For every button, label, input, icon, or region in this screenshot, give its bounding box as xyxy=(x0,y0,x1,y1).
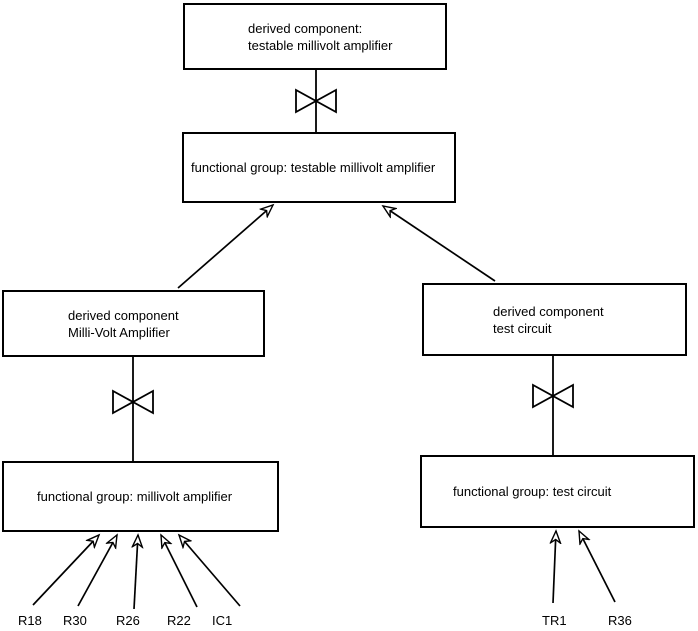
arrow-r30 xyxy=(77,535,117,607)
arrow-r36 xyxy=(579,531,616,603)
node-label-line: testable millivolt amplifier xyxy=(248,37,393,53)
component-label-r36: R36 xyxy=(608,613,632,628)
arrow-ic1 xyxy=(179,535,241,607)
bowtie-icon xyxy=(532,383,574,409)
node-label-line: test circuit xyxy=(493,320,552,336)
node-derived-testable-amplifier: derived component: testable millivolt am… xyxy=(183,3,447,70)
bowtie-icon xyxy=(295,88,337,114)
component-label-r30: R30 xyxy=(63,613,87,628)
bowtie-icon xyxy=(112,389,154,415)
node-functional-testable-amplifier: functional group: testable millivolt amp… xyxy=(182,132,456,203)
node-label-line: functional group: testable millivolt amp… xyxy=(191,160,436,175)
node-derived-millivolt-amplifier: derived component Milli-Volt Amplifier xyxy=(2,290,265,357)
node-derived-test-circuit: derived component test circuit xyxy=(422,283,687,356)
arrow-tr1 xyxy=(553,531,556,604)
arrow-r22 xyxy=(161,535,198,608)
component-label-ic1: IC1 xyxy=(212,613,233,628)
component-label-r18: R18 xyxy=(18,613,42,628)
arrow-left-derived-to-functional xyxy=(177,205,273,289)
node-functional-test-circuit: functional group: test circuit xyxy=(420,455,695,528)
node-functional-millivolt-amplifier: functional group: millivolt amplifier xyxy=(2,461,279,532)
arrow-right-derived-to-functional xyxy=(383,206,496,282)
node-label-line: functional group: millivolt amplifier xyxy=(37,489,233,504)
arrow-r26 xyxy=(134,535,138,610)
arrow-r18 xyxy=(32,535,99,606)
component-label-tr1: TR1 xyxy=(542,613,567,628)
component-label-r22: R22 xyxy=(167,613,191,628)
node-label-line: functional group: test circuit xyxy=(453,484,612,499)
node-label-line: derived component xyxy=(493,303,604,319)
component-label-r26: R26 xyxy=(116,613,140,628)
node-label-line: derived component xyxy=(68,307,179,323)
decomposition-connectors xyxy=(132,70,554,461)
node-label-line: derived component: xyxy=(248,20,363,36)
node-label-line: Milli-Volt Amplifier xyxy=(68,324,170,340)
